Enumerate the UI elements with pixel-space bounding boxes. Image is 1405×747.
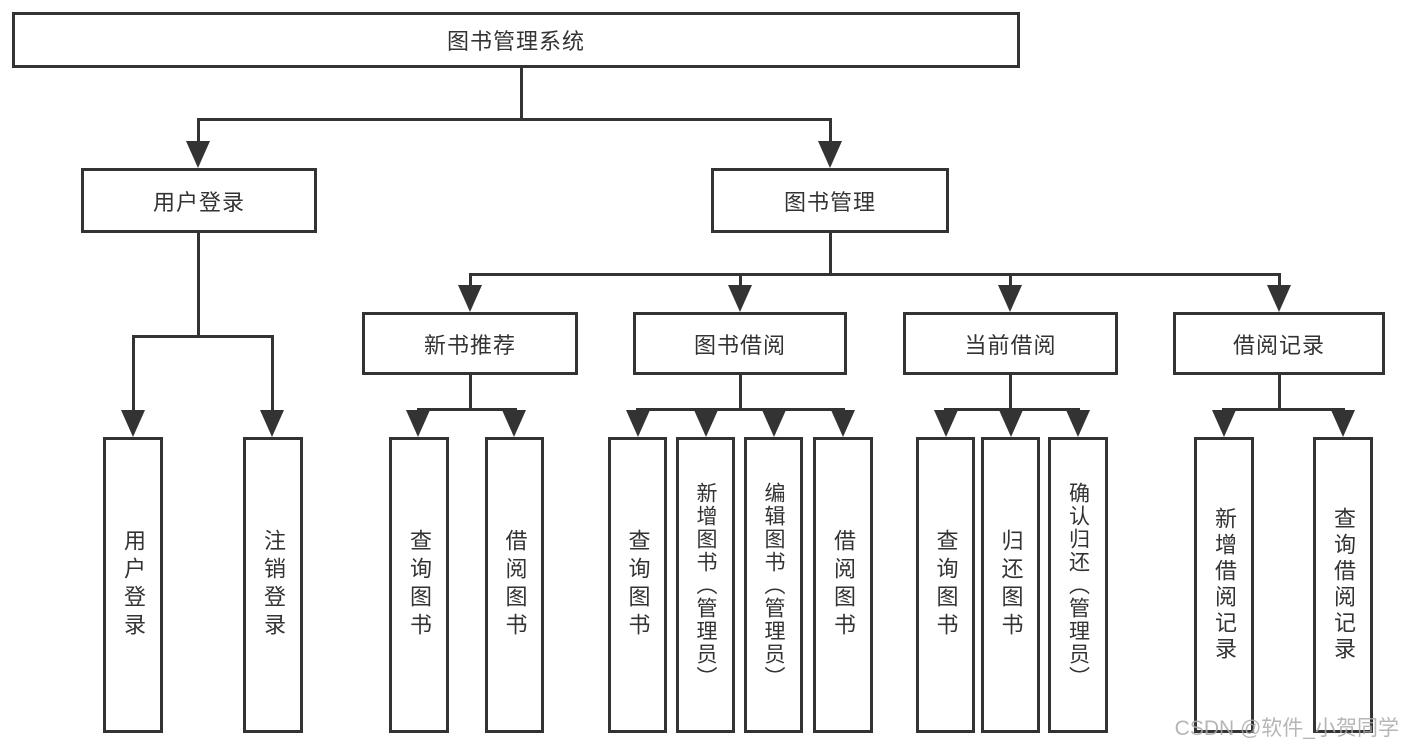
arrow-leaf-bor-3 (762, 410, 786, 437)
node-book-management-label: 图书管理 (783, 189, 876, 215)
edge-records-bus (1222, 408, 1345, 411)
arrow-leaf-rec-1 (406, 410, 430, 437)
leaf-cur-confirm-return-admin: 确认归还（管理员） (1048, 437, 1108, 733)
edge-borrow-bus (636, 408, 845, 411)
leaf-rcd-query-record-label: 查询借阅记录 (1331, 507, 1356, 663)
leaf-bor-borrow-books: 借阅图书 (813, 437, 873, 733)
arrow-user-login (186, 141, 210, 168)
edge-root-bus (197, 118, 832, 121)
node-borrow-records-label: 借阅记录 (1232, 332, 1325, 358)
arrow-current (998, 285, 1022, 312)
node-current-borrow: 当前借阅 (903, 312, 1118, 375)
leaf-user-login-label: 用户登录 (121, 529, 146, 641)
arrow-leaf-user-1 (121, 410, 145, 437)
edge-root-stem (520, 68, 523, 118)
node-user-login-label: 用户登录 (152, 189, 245, 215)
node-borrow-records: 借阅记录 (1173, 312, 1385, 375)
edge-drop-leaf-user-2 (271, 335, 274, 410)
leaf-bor-edit-books-admin-label: 编辑图书（管理员） (762, 481, 785, 689)
arrow-leaf-bor-4 (831, 410, 855, 437)
edge-drop-user-login (197, 118, 200, 142)
edge-drop-book-mgmt (829, 118, 832, 142)
leaf-cur-query-books: 查询图书 (916, 437, 975, 733)
edge-drop-borrow (739, 273, 742, 285)
arrow-leaf-rcd-1 (1212, 410, 1236, 437)
node-user-login: 用户登录 (81, 168, 317, 233)
leaf-cur-return-books: 归还图书 (981, 437, 1040, 733)
arrow-leaf-cur-1 (934, 410, 958, 437)
leaf-bor-borrow-books-label: 借阅图书 (831, 529, 856, 641)
edge-recommend-bus (417, 408, 517, 411)
leaf-logout: 注销登录 (243, 437, 303, 733)
node-current-borrow-label: 当前借阅 (964, 332, 1057, 358)
leaf-cur-confirm-return-admin-label: 确认归还（管理员） (1066, 481, 1090, 689)
leaf-rcd-add-record-label: 新增借阅记录 (1212, 507, 1237, 663)
arrow-leaf-rec-2 (502, 410, 526, 437)
edge-drop-recommend (469, 273, 472, 285)
edge-userlogin-stem (197, 233, 200, 335)
node-root-library-system: 图书管理系统 (12, 12, 1020, 68)
leaf-cur-return-books-label: 归还图书 (998, 529, 1024, 641)
leaf-bor-add-books-admin: 新增图书（管理员） (676, 437, 735, 733)
arrow-leaf-bor-2 (694, 410, 718, 437)
edge-records-stem (1278, 375, 1281, 408)
leaf-bor-edit-books-admin: 编辑图书（管理员） (744, 437, 803, 733)
node-new-book-recommend-label: 新书推荐 (423, 332, 516, 358)
node-new-book-recommend: 新书推荐 (362, 312, 578, 375)
edge-drop-records (1278, 273, 1281, 285)
arrow-borrow (728, 285, 752, 312)
node-book-borrow-label: 图书借阅 (693, 332, 786, 358)
leaf-bor-add-books-admin-label: 新增图书（管理员） (694, 481, 717, 689)
leaf-rec-query-books-label: 查询图书 (407, 529, 432, 641)
arrow-recommend (458, 285, 482, 312)
edge-bookmgmt-stem (829, 233, 832, 273)
csdn-watermark: CSDN @软件_小贺同学 (1174, 717, 1399, 740)
leaf-rec-borrow-books: 借阅图书 (485, 437, 544, 733)
edge-drop-current (1009, 273, 1012, 285)
node-root-label: 图书管理系统 (446, 29, 585, 54)
edge-bookmgmt-bus (469, 273, 1281, 276)
leaf-user-login: 用户登录 (103, 437, 163, 733)
leaf-bor-query-books-label: 查询图书 (625, 529, 651, 641)
arrow-leaf-user-2 (260, 410, 284, 437)
leaf-cur-query-books-label: 查询图书 (933, 529, 959, 641)
arrow-leaf-cur-3 (1066, 410, 1090, 437)
arrow-leaf-cur-2 (999, 410, 1023, 437)
node-book-management: 图书管理 (711, 168, 949, 233)
leaf-bor-query-books: 查询图书 (608, 437, 667, 733)
edge-drop-leaf-user-1 (132, 335, 135, 410)
arrow-book-mgmt (818, 141, 842, 168)
arrow-leaf-rcd-2 (1331, 410, 1355, 437)
edge-recommend-stem (469, 375, 472, 408)
leaf-rcd-query-record: 查询借阅记录 (1313, 437, 1373, 733)
arrow-records (1267, 285, 1291, 312)
leaf-logout-label: 注销登录 (261, 529, 286, 641)
arrow-leaf-bor-1 (626, 410, 650, 437)
edge-current-bus (944, 408, 1080, 411)
edge-borrow-stem (739, 375, 742, 408)
leaf-rec-borrow-books-label: 借阅图书 (502, 529, 528, 641)
node-book-borrow: 图书借阅 (633, 312, 847, 375)
edge-current-stem (1009, 375, 1012, 408)
leaf-rcd-add-record: 新增借阅记录 (1194, 437, 1254, 733)
edge-userlogin-bus (132, 335, 274, 338)
leaf-rec-query-books: 查询图书 (389, 437, 449, 733)
